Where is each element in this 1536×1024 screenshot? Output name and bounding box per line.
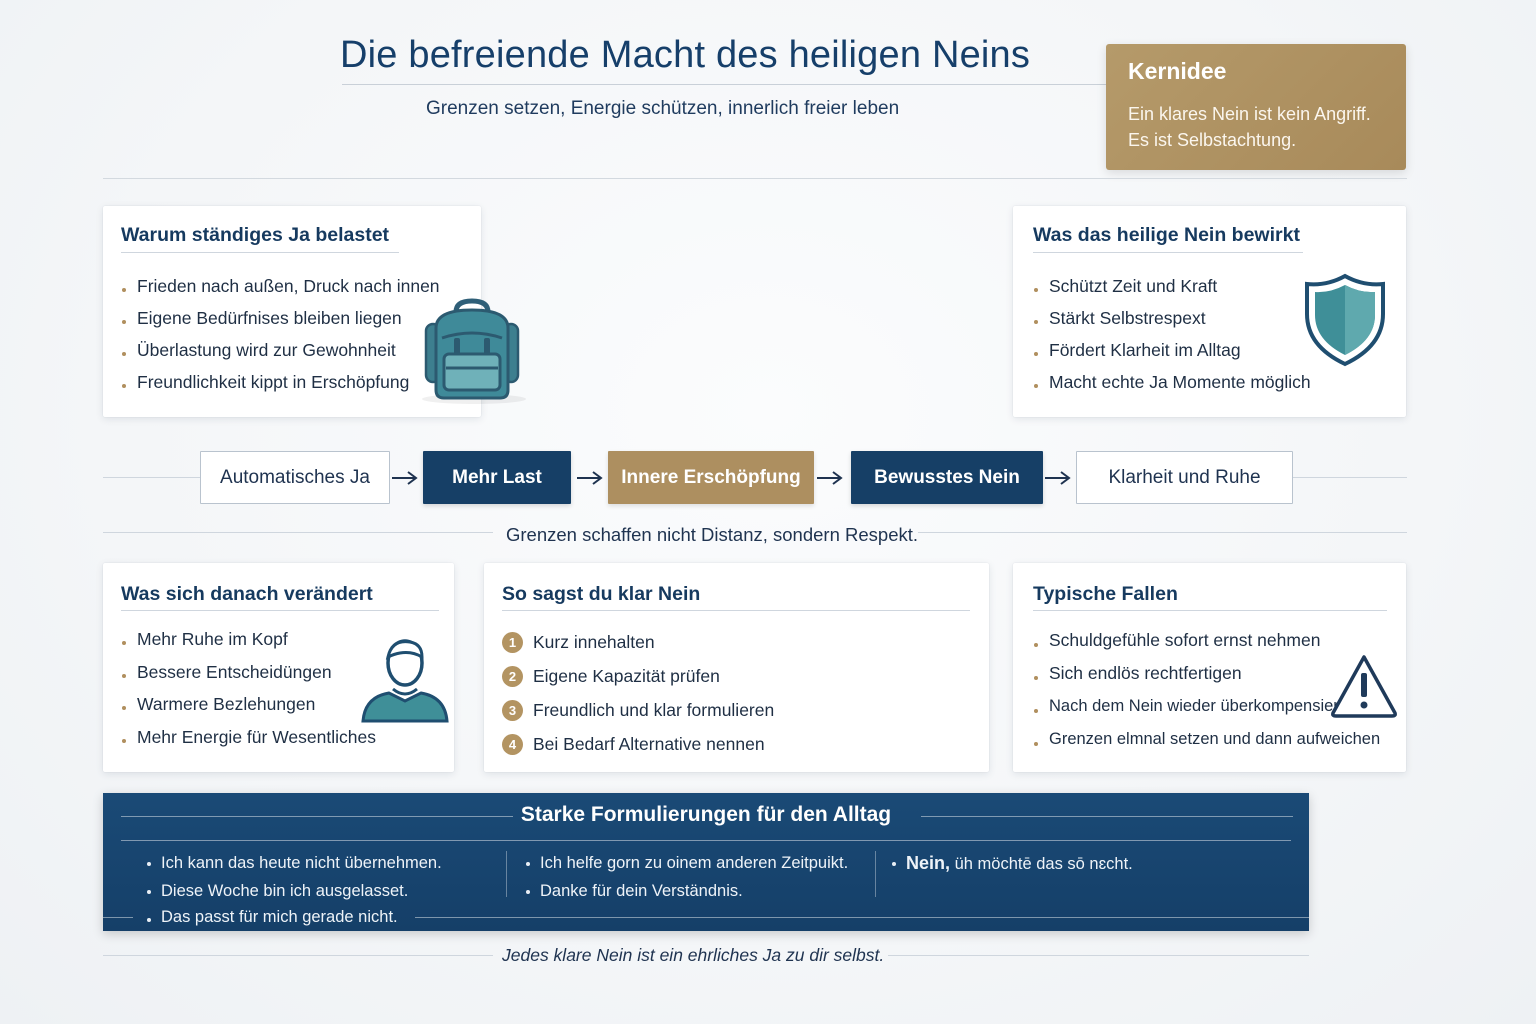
list-item: Mehr Ruhe im Kopf <box>121 627 376 660</box>
list-item: Grenzen elmnal setzen und dann aufweiche… <box>1033 727 1380 760</box>
kernidee-box: Kernidee Ein klares Nein ist kein Angrif… <box>1106 44 1406 170</box>
tagline-rule-right <box>918 532 1407 533</box>
flow-line-right <box>1293 477 1407 478</box>
flow-line-left <box>103 477 200 478</box>
list-item: Schuldgefühle sofort ernst nehmen <box>1033 628 1380 661</box>
phrase-item: Nein, üh möchtē das sō nɛcht. <box>890 849 1133 877</box>
card-effect-rule <box>1033 252 1303 253</box>
step-item: 3 Freundlich und klar formulieren <box>502 693 774 727</box>
phrases-col-1: Ich kann das heute nicht übernehmen. Die… <box>145 849 442 929</box>
banner-title: Starke Formulierungen für den Alltag <box>520 803 892 826</box>
shield-icon <box>1305 273 1385 367</box>
list-item: Schützt Zeit und Kraft <box>1033 274 1311 306</box>
step-text: Eigene Kapazität prüfen <box>533 665 720 686</box>
phrases-col-3: Nein, üh möchtē das sō nɛcht. <box>890 849 1133 877</box>
step-item: 1 Kurz innehalten <box>502 625 774 659</box>
list-item: Bessere Entscheidüngen <box>121 660 376 693</box>
kernidee-line-1: Ein klares Nein ist kein Angriff. <box>1128 104 1371 124</box>
card-traps-rule <box>1033 610 1387 611</box>
card-effects: Was das heilige Nein bewirkt Schützt Zei… <box>1013 206 1406 417</box>
arrow-right-icon <box>577 471 603 485</box>
phrase-item: Diese Woche bin ich ausgelasset. <box>145 877 442 905</box>
person-icon <box>361 639 449 723</box>
flow-step-conscious-no: Bewusstes Nein <box>851 451 1043 504</box>
banner-rule-right <box>921 816 1293 817</box>
list-item: Stärkt Selbstrespext <box>1033 306 1311 338</box>
tagline-rule-left <box>103 532 493 533</box>
phrase-rest: üh möchtē das sō nɛcht. <box>950 855 1133 873</box>
card-effect-list: Schützt Zeit und Kraft Stärkt Selbstresp… <box>1033 274 1311 402</box>
flow-step-exhaustion: Innere Erschöpfung <box>608 451 814 504</box>
card-how-rule <box>502 610 970 611</box>
phrase-item: Ich helfe gorn zu oinem anderen Zeitpuik… <box>524 849 848 877</box>
banner-rule-left <box>121 816 513 817</box>
list-item: Fördert Klarheit im Alltag <box>1033 338 1311 370</box>
card-typical-traps: Typische Fallen Schuldgefühle sofort ern… <box>1013 563 1406 772</box>
phrase-item: Das passt für mich gerade nicht. <box>145 905 442 929</box>
card-how-to-say-no: So sagst du klar Nein 1 Kurz innehalten 2… <box>484 563 989 772</box>
card-how-title: So sagst du klar Nein <box>502 583 701 605</box>
card-why-list: Frieden nach außen, Druck nach innen Eig… <box>121 274 440 402</box>
arrow-right-icon <box>1045 471 1071 485</box>
tagline: Grenzen schaffen nicht Distanz, sondern … <box>506 524 919 545</box>
card-change-rule <box>121 610 439 611</box>
card-change-title: Was sich danach verändert <box>121 583 373 605</box>
phrase-item: Danke für dein Verständnis. <box>524 877 848 905</box>
list-item: Macht echte Ja Momente möglich <box>1033 370 1311 402</box>
list-item: Überlastung wird zur Gewohnheit <box>121 338 440 370</box>
page-title: Die befreiende Macht des heiligen Neins <box>340 34 1031 76</box>
list-item: Mehr Energie für Wesentliches <box>121 725 376 758</box>
step-number-badge: 2 <box>502 665 523 687</box>
footer-rule-right <box>888 955 1309 956</box>
step-text: Bei Bedarf Alternative nennen <box>533 733 765 754</box>
phrase-item: Ich kann das heute nicht übernehmen. <box>145 849 442 877</box>
card-how-steps: 1 Kurz innehalten 2 Eigene Kapazität prüfe… <box>502 625 774 761</box>
title-divider <box>342 84 1112 85</box>
banner-separator <box>875 851 876 897</box>
card-change-list: Mehr Ruhe im Kopf Bessere Entscheidüngen… <box>121 627 376 757</box>
arrow-right-icon <box>817 471 843 485</box>
kernidee-title: Kernidee <box>1128 58 1227 84</box>
list-item: Sich endlös rechtfertigen <box>1033 661 1380 694</box>
card-why-yes-burdens: Warum ständiges Ja belastet Frieden nach… <box>103 206 481 417</box>
phrases-banner: Starke Formulierungen für den Alltag Ich… <box>103 793 1309 931</box>
flow-step-clarity: Klarheit und Ruhe <box>1076 451 1293 504</box>
step-text: Kurz innehalten <box>533 631 655 652</box>
banner-rule-bottom-right <box>415 917 1309 918</box>
card-changes: Was sich danach verändert Mehr Ruhe im K… <box>103 563 454 772</box>
phrase-strong: Nein, <box>906 853 951 873</box>
banner-separator <box>506 851 507 897</box>
step-number-badge: 1 <box>502 631 523 653</box>
card-why-title: Warum ständiges Ja belastet <box>121 224 390 246</box>
list-item: Frieden nach außen, Druck nach innen <box>121 274 440 306</box>
step-number-badge: 3 <box>502 699 523 721</box>
list-item: Eigene Bedürfnises bleiben liegen <box>121 306 440 338</box>
banner-rule-bottom-left <box>103 917 133 918</box>
flow-step-automatic-yes: Automatisches Ja <box>200 451 390 504</box>
page-subtitle: Grenzen setzen, Energie schützen, innerl… <box>426 98 900 119</box>
header-divider <box>103 178 1407 179</box>
banner-rule-under <box>121 840 1291 841</box>
step-text: Freundlich und klar formulieren <box>533 699 775 720</box>
card-traps-title: Typische Fallen <box>1033 583 1178 605</box>
flow-step-more-load: Mehr Last <box>423 451 571 504</box>
backpack-icon <box>422 298 526 404</box>
card-effect-title: Was das heilige Nein bewirkt <box>1033 224 1300 246</box>
card-traps-list: Schuldgefühle sofort ernst nehmen Sich e… <box>1033 628 1380 760</box>
footer-quote: Jedes klare Nein ist ein ehrliches Ja zu… <box>502 945 885 965</box>
list-item: Nach dem Nein wieder überkompensieren <box>1033 694 1380 727</box>
warning-icon <box>1331 655 1397 718</box>
list-item: Freundlichkeit kippt in Erschöpfung <box>121 370 440 402</box>
kernidee-line-2: Es ist Selbstachtung. <box>1128 130 1297 150</box>
card-why-rule <box>121 252 399 253</box>
step-item: 4 Bei Bedarf Alternative nennen <box>502 727 774 761</box>
arrow-right-icon <box>392 471 418 485</box>
step-number-badge: 4 <box>502 733 523 755</box>
footer-rule-left <box>103 955 493 956</box>
step-item: 2 Eigene Kapazität prüfen <box>502 659 774 693</box>
phrases-col-2: Ich helfe gorn zu oinem anderen Zeitpuik… <box>524 849 848 905</box>
list-item: Warmere Bezlehungen <box>121 692 376 725</box>
